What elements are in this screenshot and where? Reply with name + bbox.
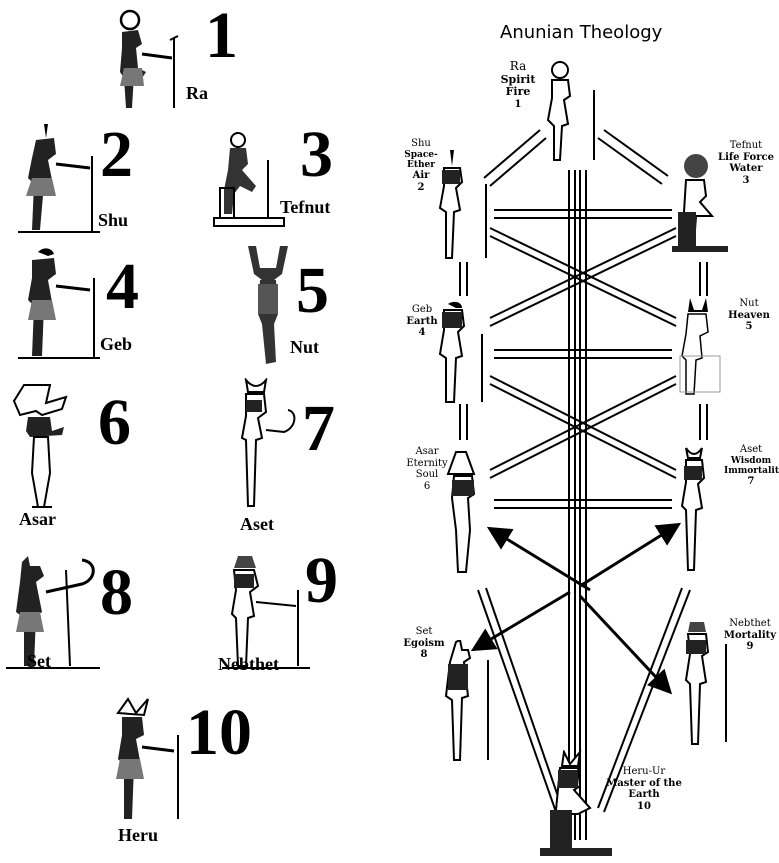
node-label-nebthet: Nebthet Mortality 9 xyxy=(722,618,778,653)
diagram-title: Anunian Theology xyxy=(500,22,662,43)
node-label-nut: Nut Heaven 5 xyxy=(726,298,772,333)
node-label-geb: Geb Earth 4 xyxy=(402,304,442,339)
node-label-asar: Asar Eternity Soul 6 xyxy=(402,446,452,492)
node-label-tefnut: Tefnut Life Force Water 3 xyxy=(716,140,776,186)
nut-node-figure-icon xyxy=(672,296,728,400)
geb-node-figure-icon xyxy=(434,300,490,406)
heru-ur-node-figure-icon xyxy=(540,750,614,860)
node-label-set: Set Egoism 8 xyxy=(402,626,446,661)
set-node-figure-icon xyxy=(440,640,498,766)
node-label-shu: Shu Space-Ether Air 2 xyxy=(392,138,450,193)
ra-node-figure-icon xyxy=(540,60,600,164)
aset-node-figure-icon xyxy=(676,446,730,576)
node-label-aset: Aset Wisdom Immortality 7 xyxy=(724,444,778,488)
node-label-ra: Ra Spirit Fire 1 xyxy=(494,60,542,111)
node-label-heru-ur: Heru-Ur Master of the Earth 10 xyxy=(604,766,684,812)
